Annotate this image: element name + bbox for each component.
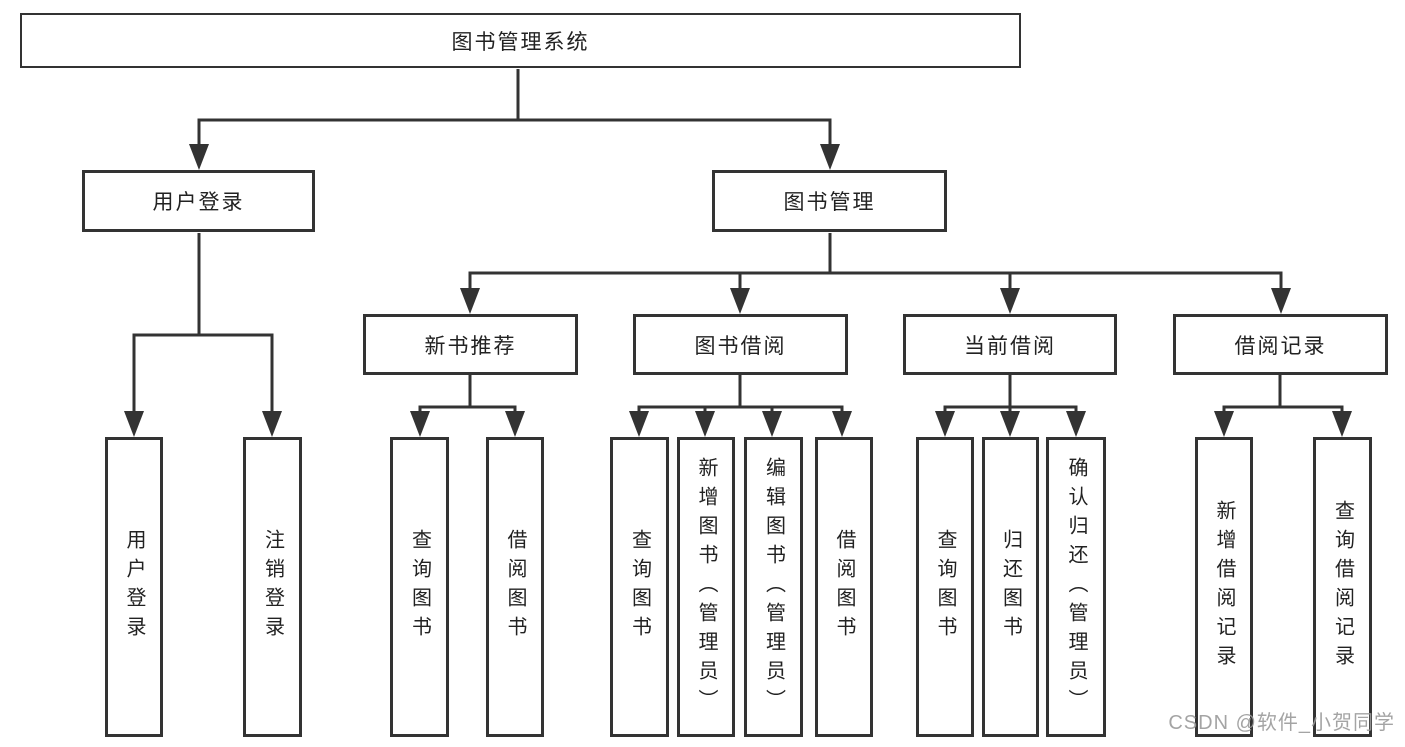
leaf-bb-query-books: 查询图书 bbox=[610, 437, 669, 737]
node-book-management: 图书管理 bbox=[712, 170, 947, 232]
leaf-nb-borrow-books-label: 借阅图书 bbox=[504, 529, 526, 645]
leaf-user-login-label: 用户登录 bbox=[123, 529, 145, 645]
leaf-bb-borrow-books: 借阅图书 bbox=[815, 437, 873, 737]
leaf-cb-confirm-return-admin: 确认归还（管理员） bbox=[1046, 437, 1106, 737]
leaf-bb-add-book-admin-label: 新增图书（管理员） bbox=[695, 456, 717, 718]
leaf-br-add-borrow-record-label: 新增借阅记录 bbox=[1213, 500, 1235, 674]
node-user-login: 用户登录 bbox=[82, 170, 315, 232]
node-book-borrowing: 图书借阅 bbox=[633, 314, 848, 375]
leaf-cb-confirm-return-admin-label: 确认归还（管理员） bbox=[1065, 456, 1087, 718]
node-borrow-records: 借阅记录 bbox=[1173, 314, 1388, 375]
leaf-logout-login-label: 注销登录 bbox=[261, 529, 284, 645]
leaf-user-login: 用户登录 bbox=[105, 437, 163, 737]
root-node: 图书管理系统 bbox=[20, 13, 1021, 68]
leaf-br-query-borrow-record-label: 查询借阅记录 bbox=[1331, 500, 1354, 674]
leaf-nb-query-books: 查询图书 bbox=[390, 437, 449, 737]
leaf-bb-add-book-admin: 新增图书（管理员） bbox=[677, 437, 735, 737]
leaf-br-query-borrow-record: 查询借阅记录 bbox=[1313, 437, 1372, 737]
node-new-book-recommend: 新书推荐 bbox=[363, 314, 578, 375]
node-current-borrowing: 当前借阅 bbox=[903, 314, 1117, 375]
leaf-br-add-borrow-record: 新增借阅记录 bbox=[1195, 437, 1253, 737]
leaf-cb-return-books-label: 归还图书 bbox=[999, 529, 1022, 645]
leaf-cb-query-books-label: 查询图书 bbox=[934, 529, 956, 645]
leaf-cb-query-books: 查询图书 bbox=[916, 437, 974, 737]
leaf-logout-login: 注销登录 bbox=[243, 437, 302, 737]
leaf-bb-borrow-books-label: 借阅图书 bbox=[833, 529, 855, 645]
leaf-cb-return-books: 归还图书 bbox=[982, 437, 1039, 737]
leaf-bb-edit-book-admin-label: 编辑图书（管理员） bbox=[762, 456, 785, 718]
leaf-nb-query-books-label: 查询图书 bbox=[408, 529, 431, 645]
leaf-bb-query-books-label: 查询图书 bbox=[628, 529, 651, 645]
leaf-bb-edit-book-admin: 编辑图书（管理员） bbox=[744, 437, 803, 737]
leaf-nb-borrow-books: 借阅图书 bbox=[486, 437, 544, 737]
